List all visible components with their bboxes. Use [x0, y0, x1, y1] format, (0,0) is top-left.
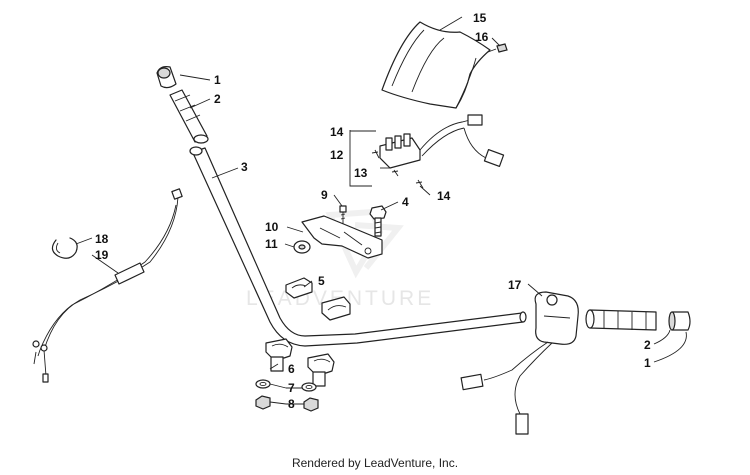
left-end-cap — [156, 66, 177, 89]
callout-17: 17 — [508, 278, 522, 292]
switch-screw-c — [415, 179, 424, 189]
callout-5: 5 — [318, 274, 325, 288]
callout-12: 12 — [330, 148, 344, 162]
callout-1-right: 1 — [644, 356, 651, 370]
callout-10: 10 — [265, 220, 279, 234]
switch-assembly — [379, 114, 505, 169]
callout-13: 13 — [354, 166, 368, 180]
mounting-bracket — [301, 215, 383, 259]
leader-lines — [75, 16, 687, 405]
callout-4: 4 — [402, 195, 409, 209]
callout-2-left: 2 — [214, 92, 221, 106]
right-end-cap — [668, 311, 691, 331]
callout-18: 18 — [95, 232, 109, 246]
footer-credit: Rendered by LeadVenture, Inc. — [291, 456, 459, 470]
cable-clip — [51, 237, 78, 259]
bushing — [293, 240, 311, 254]
washer-left — [255, 379, 271, 389]
callout-2-right: 2 — [644, 338, 651, 352]
callout-1-left: 1 — [214, 73, 221, 87]
upper-holder-right — [321, 296, 351, 321]
callout-3: 3 — [241, 160, 248, 174]
windshield-screw — [487, 43, 508, 53]
callout-7: 7 — [288, 381, 295, 395]
callout-6: 6 — [288, 362, 295, 376]
callout-8: 8 — [288, 397, 295, 411]
switch-screw-a — [371, 149, 380, 159]
screw — [339, 205, 347, 224]
left-grip — [169, 89, 209, 144]
callouts: 1 2 3 4 5 6 7 8 9 10 11 12 13 14 14 15 1… — [95, 11, 651, 411]
lower-holder-right — [307, 353, 335, 387]
throttle-cable — [32, 188, 183, 383]
handlebar — [189, 146, 527, 347]
callout-16: 16 — [475, 30, 489, 44]
nut-left — [255, 395, 271, 410]
callout-14-upper: 14 — [330, 125, 344, 139]
callout-19: 19 — [95, 248, 109, 262]
callout-15: 15 — [473, 11, 487, 25]
lower-holder-left — [265, 338, 293, 372]
callout-14-lower: 14 — [437, 189, 451, 203]
switch-housing — [460, 291, 579, 435]
nut-right — [303, 397, 319, 412]
right-grip — [585, 309, 657, 331]
callout-9: 9 — [321, 188, 328, 202]
washer-right — [301, 382, 317, 392]
switch-screw-b — [391, 169, 399, 177]
windshield — [381, 21, 491, 109]
upper-holder-left — [285, 277, 313, 299]
callout-11: 11 — [265, 237, 278, 251]
